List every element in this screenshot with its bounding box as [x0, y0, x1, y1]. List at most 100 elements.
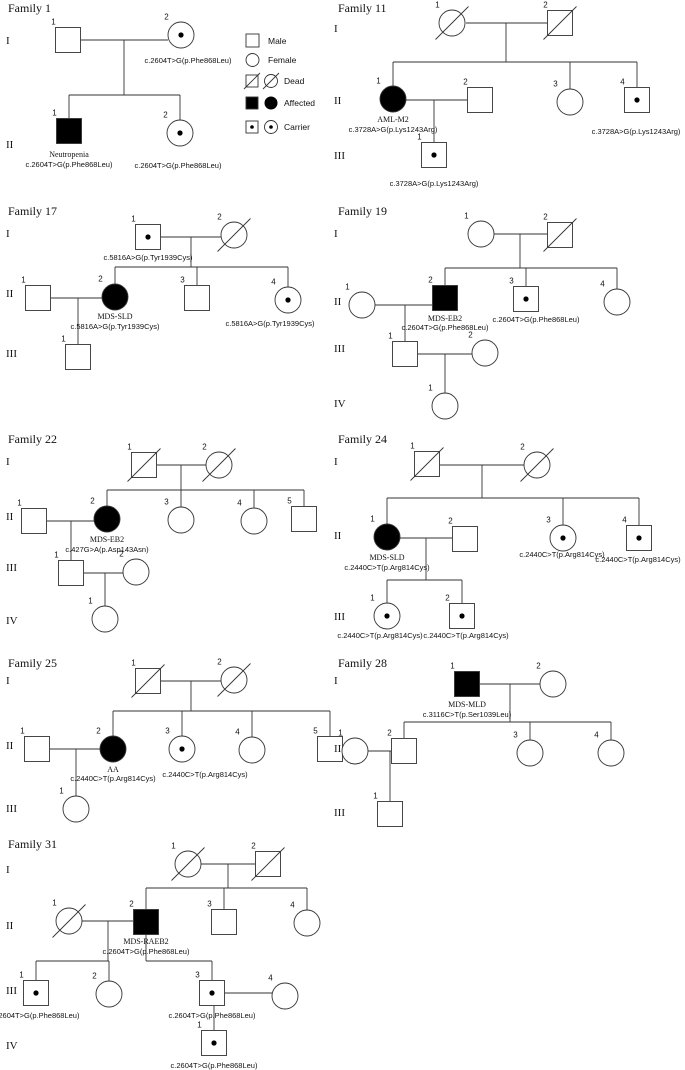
individual-carrier-female: [373, 602, 401, 630]
individual-carrier-female: [274, 286, 302, 314]
deceased-slash: [410, 447, 444, 481]
individual-male: [291, 506, 317, 532]
generation-label: I: [334, 23, 338, 35]
individual-number: 1: [51, 18, 56, 27]
individual-male: [452, 526, 478, 552]
individual-affected-male: [454, 671, 480, 697]
legend-carrier-label: Carrier: [284, 122, 310, 132]
individual-number: 2: [98, 275, 103, 284]
legend-affected-symbols: [245, 96, 278, 110]
generation-label: III: [334, 807, 345, 819]
variant-label: c.3728A>G(p.Lys1243Arg): [390, 179, 479, 188]
legend-carrier-symbols: [245, 120, 278, 134]
individual-affected-male: [133, 909, 159, 935]
diagnosis-label: MDS-EB2: [428, 314, 462, 323]
individual-number: 4: [622, 516, 627, 525]
generation-label: III: [334, 150, 345, 162]
deceased-slash: [202, 448, 236, 482]
generation-label: II: [6, 920, 14, 932]
diagnosis-label: MDS-MLD: [448, 700, 486, 709]
family-title: Family 31: [8, 837, 57, 851]
individual-female: [91, 605, 119, 633]
variant-label: c.2604T>G(p.Phe868Leu): [103, 947, 190, 956]
individual-number: 2: [251, 842, 256, 851]
individual-male: [392, 341, 418, 367]
individual-carrier-female: [166, 119, 194, 147]
individual-female: [238, 736, 266, 764]
individual-number: 1: [17, 499, 22, 508]
generation-label: II: [334, 530, 342, 542]
individual-female: [348, 291, 376, 319]
individual-female: [52, 904, 86, 938]
individual-number: 2: [129, 900, 134, 909]
generation-label: II: [334, 95, 342, 107]
individual-carrier-male: [421, 142, 447, 168]
individual-number: 1: [417, 133, 422, 142]
family-title: Family 24: [338, 432, 387, 446]
pedigree-f17: Family 17IIIIII1c.5816A>G(p.Tyr1939Cys)2…: [6, 204, 315, 370]
legend-male-label: Male: [268, 36, 287, 46]
deceased-slash: [171, 847, 205, 881]
variant-label: c.2440C>T(p.Arg814Cys): [344, 563, 430, 572]
variant-label: c.2604T>G(p.Phe868Leu): [493, 315, 580, 324]
family-title: Family 22: [8, 432, 57, 446]
individual-number: 4: [290, 901, 295, 910]
individual-affected-male: [56, 118, 82, 144]
individual-number: 1: [410, 442, 415, 451]
individual-number: 1: [197, 1021, 202, 1030]
individual-number: 1: [388, 332, 393, 341]
generation-label: I: [6, 228, 10, 240]
generation-label: I: [6, 675, 10, 687]
individual-number: 4: [594, 731, 599, 740]
generation-label: III: [6, 985, 17, 997]
individual-female: [171, 847, 205, 881]
variant-label: c.2440C>T(p.Arg814Cys): [519, 550, 605, 559]
individual-male: [25, 285, 51, 311]
variant-label: c.2604T>G(p.Phe868Leu): [135, 161, 222, 170]
individual-male: [21, 508, 47, 534]
individual-male: [543, 6, 577, 40]
individual-number: 1: [21, 276, 26, 285]
individual-female: [471, 339, 499, 367]
individual-number: 1: [52, 899, 57, 908]
individual-number: 1: [54, 551, 59, 560]
variant-label: c.2440C>T(p.Arg814Cys): [595, 555, 681, 564]
individual-female: [435, 6, 469, 40]
individual-male: [391, 738, 417, 764]
individual-number: 2: [468, 331, 473, 340]
individual-number: 1: [59, 787, 64, 796]
deceased-slash: [543, 6, 577, 40]
generation-label: II: [6, 288, 14, 300]
individual-female: [603, 288, 631, 316]
family-title: Family 17: [8, 204, 57, 218]
individual-carrier-male: [513, 286, 539, 312]
individual-male: [377, 801, 403, 827]
diagnosis-label: MDS-SLD: [369, 553, 404, 562]
individual-number: 2: [536, 662, 541, 671]
individual-number: 3: [513, 731, 518, 740]
variant-label: c.427G>A(p.Asp143Asn): [65, 545, 149, 554]
individual-number: 4: [271, 278, 276, 287]
individual-number: 2: [119, 550, 124, 559]
diagnosis-label: MDS-EB2: [90, 535, 124, 544]
individual-carrier-female: [549, 524, 577, 552]
individual-male: [131, 664, 165, 698]
individual-number: 2: [90, 497, 95, 506]
individual-male: [65, 344, 91, 370]
variant-label: c.2604T>G(p.Phe868Leu): [145, 56, 232, 65]
generation-label: III: [6, 803, 17, 815]
generation-label: II: [334, 296, 342, 308]
individual-affected-female: [93, 505, 121, 533]
individual-male: [55, 27, 81, 53]
generation-label: IV: [334, 398, 346, 410]
individual-number: 1: [370, 594, 375, 603]
deceased-slash: [131, 664, 165, 698]
individual-number: 2: [445, 594, 450, 603]
individual-male: [211, 909, 237, 935]
individual-number: 1: [376, 77, 381, 86]
diagnosis-label: Neutropenia: [49, 150, 89, 159]
